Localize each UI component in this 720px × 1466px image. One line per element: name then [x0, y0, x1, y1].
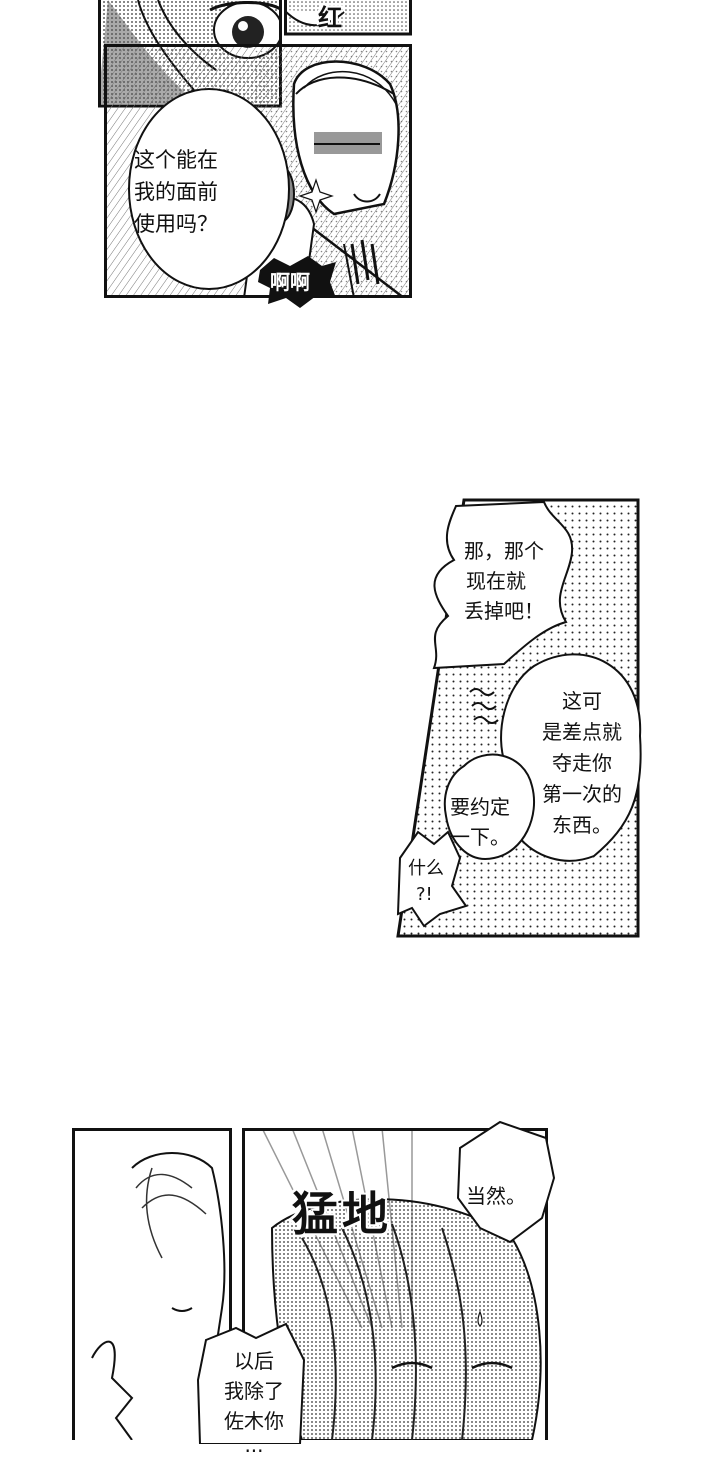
bubble-line: 以后 — [234, 1349, 274, 1373]
bubble-line: ?! — [416, 884, 433, 905]
sfx-big-text: 猛地 — [292, 1187, 392, 1241]
bubble-line: 丢掉吧！ — [464, 599, 544, 623]
speech-bubble-b — [196, 1322, 306, 1444]
top-right-panel: 红 — [284, 0, 412, 36]
bubble-line: 东西。 — [552, 813, 612, 837]
bubble-line: 这个能在 — [134, 148, 218, 172]
bubble-line: 使用吗？ — [134, 212, 218, 236]
bubble-line: 我除了 — [224, 1379, 284, 1403]
middle-panel: 那，那个 现在就 丢掉吧！ 这可 是差点就 夺走你 第一次的 东西。 要约定 一… — [394, 496, 642, 940]
bubble-line: 夺走你 — [552, 751, 612, 775]
bubble-line: 是差点就 — [542, 720, 622, 744]
bubble-line: 什么 — [408, 858, 444, 879]
bubble-c-text: 要约定 一下。 — [450, 792, 510, 852]
bubble-line: 我的面前 — [134, 180, 218, 204]
sfx-burst — [258, 256, 336, 308]
bubble-line: ··· — [244, 1439, 264, 1463]
bubble-a-text: 那，那个 现在就 丢掉吧！ — [464, 536, 544, 626]
sfx-ahah-text: 啊啊 — [270, 270, 310, 294]
bubble-line: 佐木你 — [224, 1409, 284, 1433]
bubble-line: 一下。 — [450, 825, 510, 849]
speech-bubble-a — [456, 1120, 556, 1244]
dotted-background — [396, 498, 642, 938]
speech-bubble — [128, 88, 290, 290]
bubble-text: 这个能在 我的面前 使用吗？ — [134, 144, 218, 240]
bubble-line: 那，那个 — [464, 539, 544, 563]
bubble-line: 这可 — [562, 689, 602, 713]
bubble-b-text: 这可 是差点就 夺走你 第一次的 东西。 — [532, 686, 632, 841]
bubble-d-text: 什么 ?! — [408, 856, 444, 908]
bubble-line: 要约定 — [450, 795, 510, 819]
bubble-line: 第一次的 — [542, 782, 622, 806]
bubble-b-text: 以后 我除了 佐木你 ··· — [216, 1346, 292, 1466]
sfx-blush-text: 红 — [318, 4, 342, 32]
hand-art — [284, 0, 412, 36]
bubble-a-text: 当然。 — [466, 1184, 526, 1208]
main-top-panel: 这个能在 我的面前 使用吗？ — [104, 44, 412, 298]
bubble-line: 现在就 — [466, 569, 526, 593]
